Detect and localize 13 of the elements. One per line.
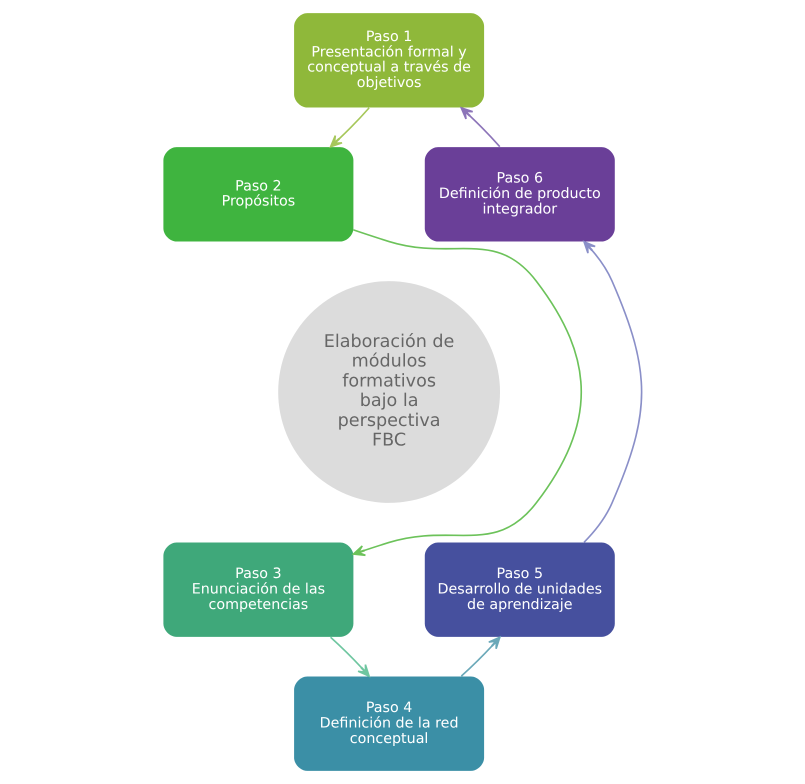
arrow — [352, 229, 582, 556]
node-box: Paso 1 Presentación formal y conceptual a través de objetivos — [294, 13, 484, 108]
arrow — [583, 240, 642, 543]
arrow — [330, 107, 370, 148]
node-box: Paso 2 Propósitos — [163, 147, 354, 242]
node-box: Paso 5 Desarrollo de unidades de aprendizaje — [424, 542, 615, 637]
node-box: Paso 4 Definición de la red conceptual — [294, 676, 484, 771]
node-box: Paso 6 Definición de producto integrador — [424, 147, 615, 242]
node-circle: Elaboración de módulos formativos bajo la perspectiva FBC — [278, 281, 500, 503]
arrow — [460, 107, 500, 148]
node-box: Paso 3 Enunciación de las competencias — [163, 542, 354, 637]
arrow — [460, 636, 501, 677]
arrow — [330, 636, 370, 677]
